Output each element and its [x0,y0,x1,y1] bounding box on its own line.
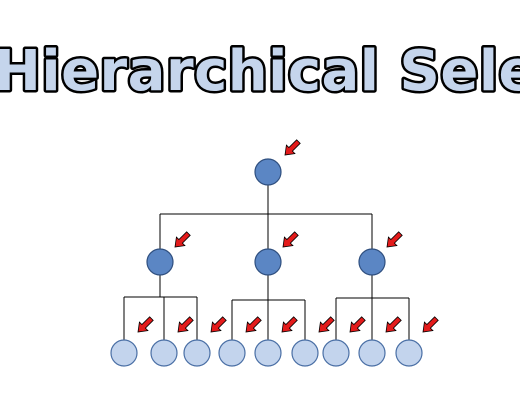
leaf-6-red-arrow-icon [318,316,335,333]
mid-1-red-arrow-icon [174,231,191,248]
leaf-9-red-arrow-icon [422,316,439,333]
mid-3-red-arrow-icon [386,231,403,248]
connector-lines [123,185,410,340]
leaf-node-9[interactable] [395,339,423,367]
page-title: Hierarchical Selec [0,39,520,104]
selection-markers [137,139,439,333]
leaf-5-red-arrow-icon [281,316,298,333]
mid-node-1[interactable] [146,248,174,276]
leaf-node-3[interactable] [183,339,211,367]
leaf-node-5[interactable] [254,339,282,367]
mid-node-3[interactable] [358,248,386,276]
root-node[interactable] [254,158,282,186]
title-banner: Hierarchical Selec [0,37,520,107]
tree-nodes [110,158,423,367]
leaf-8-red-arrow-icon [385,316,402,333]
leaf-node-4[interactable] [218,339,246,367]
leaf-node-8[interactable] [358,339,386,367]
leaf-3-red-arrow-icon [210,316,227,333]
mid-2-red-arrow-icon [282,231,299,248]
leaf-4-red-arrow-icon [245,316,262,333]
leaf-node-1[interactable] [110,339,138,367]
leaf-node-6[interactable] [291,339,319,367]
leaf-2-red-arrow-icon [177,316,194,333]
mid-node-2[interactable] [254,248,282,276]
leaf-node-7[interactable] [322,339,350,367]
leaf-7-red-arrow-icon [349,316,366,333]
leaf-node-2[interactable] [150,339,178,367]
leaf-1-red-arrow-icon [137,316,154,333]
root-red-arrow-icon [284,139,301,156]
